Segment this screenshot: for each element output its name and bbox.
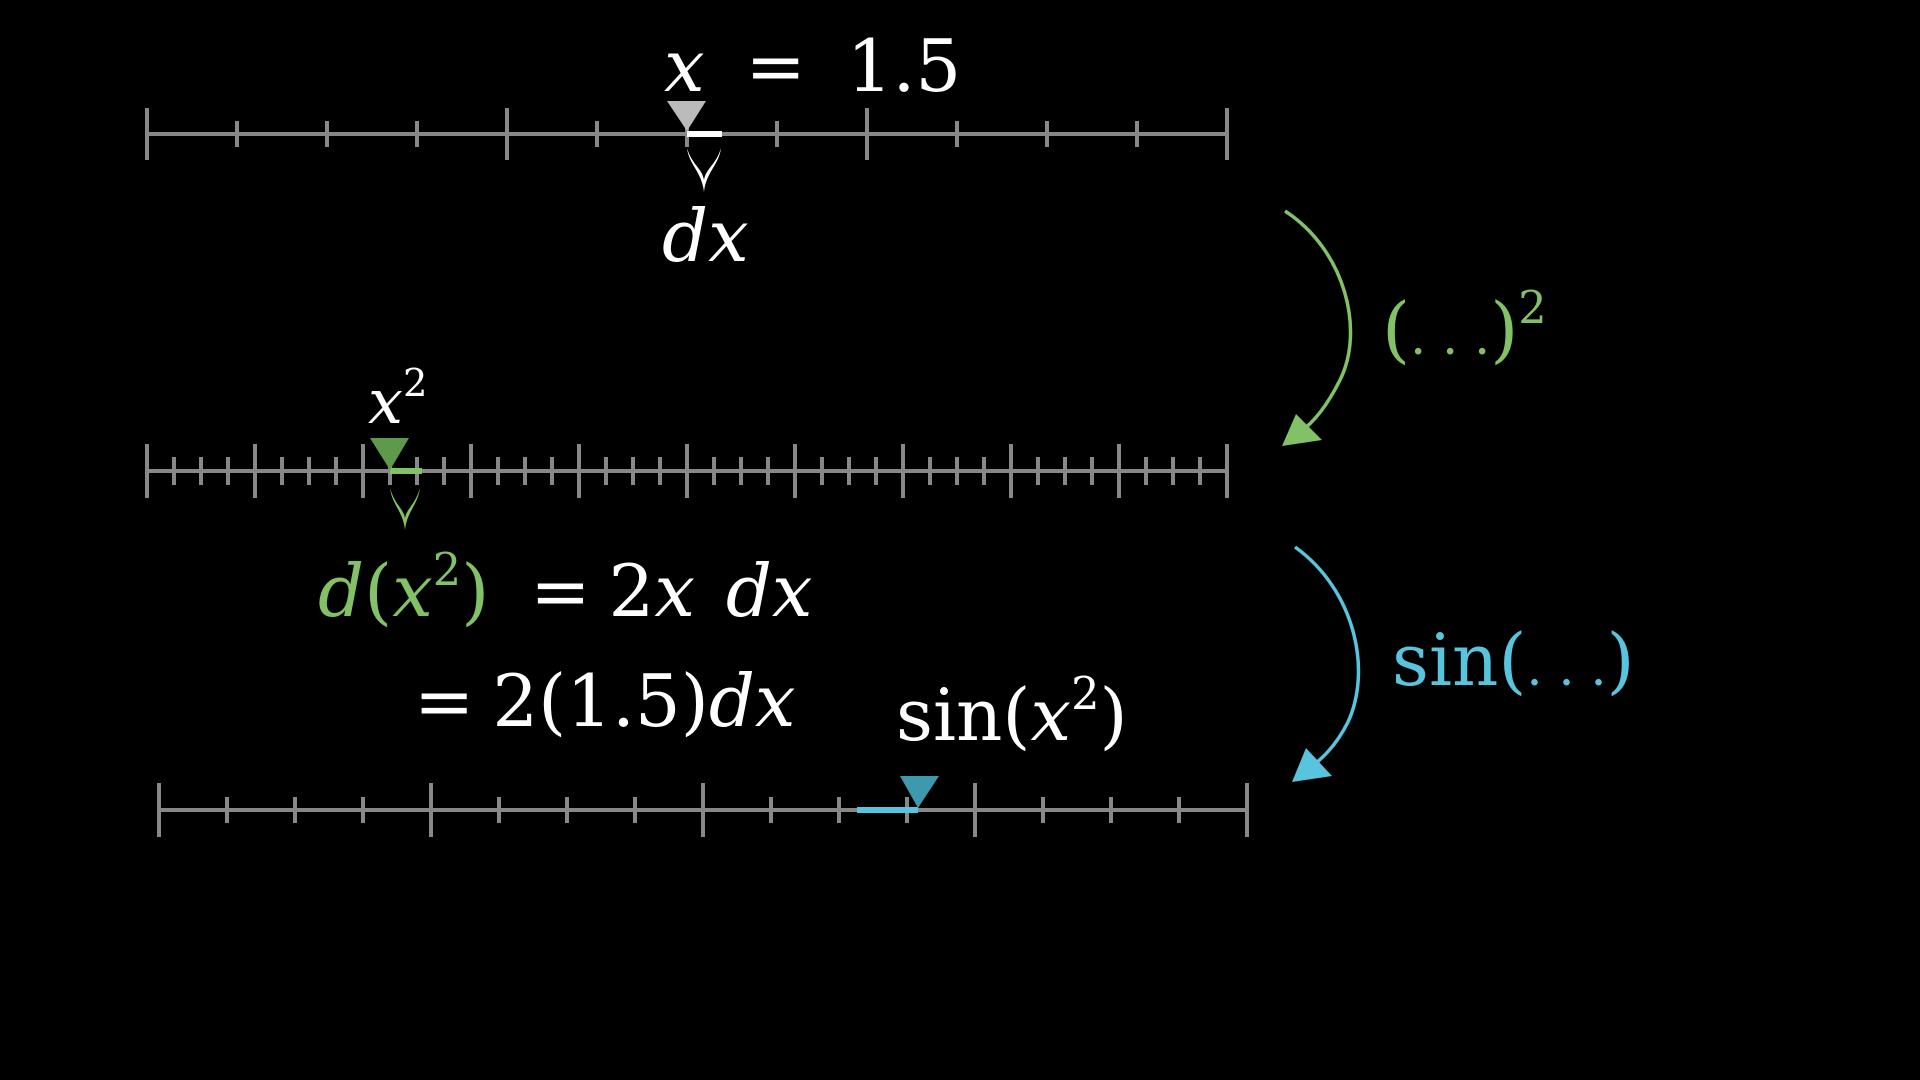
x-value-label: x = 1.5: [664, 30, 961, 102]
close-paren: ): [1606, 618, 1635, 702]
dx-segment: [687, 131, 722, 137]
open-paren: (: [364, 549, 393, 634]
dx-text: dx: [725, 549, 813, 634]
x-value: 1.5: [846, 24, 962, 108]
d-x-squared-brace-icon: [390, 488, 420, 530]
x-symbol: x: [1030, 673, 1072, 758]
open-paren: (: [1002, 673, 1031, 758]
d-x-squared-segment: [390, 468, 422, 474]
dx-label: dx: [662, 200, 749, 272]
x-symbol: x: [368, 364, 403, 438]
x-marker-triangle-icon[interactable]: [667, 101, 706, 131]
sine-transform-arrow-icon: [1293, 545, 1361, 770]
square-transform-arrow-icon: [1284, 209, 1353, 434]
exponent: 2: [432, 544, 462, 596]
dx-text: dx: [662, 194, 749, 278]
sin-x-squared-label: sin(x2): [896, 672, 1128, 752]
ellipsis: . . .: [1526, 638, 1607, 697]
number-line-x-squared-ticks: [145, 444, 1229, 498]
sine-transform-label: sin(. . .): [1392, 624, 1635, 696]
sin-function: sin: [1392, 618, 1499, 702]
x-symbol: x: [654, 549, 695, 634]
open-paren: (: [1382, 287, 1411, 372]
equals-sign: =: [745, 24, 806, 108]
x-squared-label: x2: [368, 364, 427, 433]
derivative-equation-line-2: =2(1.5)dx: [414, 665, 796, 737]
evaluated-expression: 2(1.5): [492, 659, 709, 743]
square-arrow-head-icon: [1282, 414, 1322, 446]
dx-text: dx: [708, 659, 796, 743]
close-paren: ): [461, 549, 490, 634]
d-symbol: d: [318, 549, 365, 634]
equals-sign: =: [530, 549, 591, 634]
dx-brace-icon: [687, 148, 721, 192]
sine-arrow-head-icon: [1292, 748, 1332, 782]
close-paren: ): [1099, 673, 1128, 758]
exponent: 2: [402, 361, 428, 406]
d-sin-segment: [857, 807, 918, 813]
exponent: 2: [1518, 282, 1547, 334]
x-symbol: x: [664, 24, 705, 108]
x-symbol: x: [392, 549, 433, 634]
ellipsis: . . .: [1410, 307, 1491, 367]
d-x-squared-term: d(x2): [318, 548, 490, 634]
derivative-equation-line-1: d(x2) =2x dx: [318, 548, 813, 628]
open-paren: (: [1498, 618, 1527, 702]
close-paren: ): [1490, 287, 1519, 372]
sin-marker-triangle-icon[interactable]: [900, 776, 939, 808]
x-squared-marker-triangle-icon[interactable]: [370, 438, 409, 470]
coefficient: 2: [608, 549, 655, 634]
square-transform-label: (. . .)2: [1382, 286, 1547, 367]
equals-sign: =: [414, 659, 475, 743]
number-line-sin-ticks: [157, 783, 1249, 837]
exponent: 2: [1071, 668, 1100, 720]
sin-function: sin: [896, 673, 1003, 758]
